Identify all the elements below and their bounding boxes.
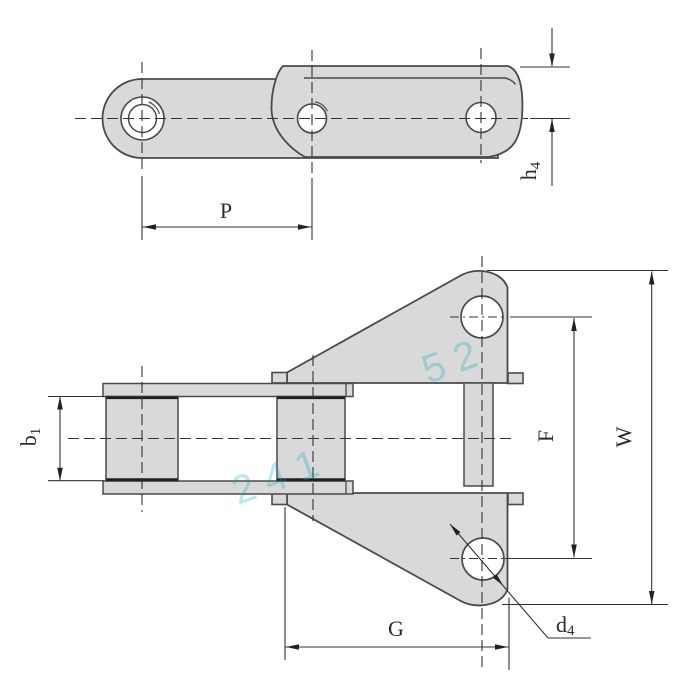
- weld-tab-upper-left: [271, 371, 288, 384]
- link-plate-top: [102, 382, 354, 398]
- arrowhead: [450, 524, 461, 536]
- bushing-gap-arc-2: [314, 101, 328, 112]
- dimension-inner-width: b1: [16, 395, 104, 482]
- dimension-hole-diameter: d4: [449, 523, 591, 639]
- dim-label-attachment-height: h4: [516, 161, 544, 180]
- arrowhead: [549, 53, 555, 67]
- link-plate-bottom: [102, 480, 354, 495]
- weld-tab-lower-right: [507, 492, 524, 506]
- arrowhead: [298, 224, 311, 230]
- attachment-plate-side: [270, 65, 524, 158]
- dimension-attachment-height: h4: [516, 28, 570, 186]
- wing-plate-upper: [286, 269, 509, 384]
- bushing-gap-arc-1: [148, 101, 160, 115]
- dim-label-overall-width: W: [611, 426, 636, 447]
- dim-label-hole-distance: F: [533, 430, 558, 442]
- dimension-attachment-length: G: [284, 507, 510, 670]
- arrowhead: [143, 224, 156, 230]
- inner-plate-edge-line: [304, 77, 517, 85]
- arrowhead: [495, 644, 508, 650]
- dim-label-pitch: P: [220, 198, 232, 223]
- arrowhead: [571, 318, 577, 331]
- arrowhead: [57, 467, 63, 481]
- arrowhead: [571, 544, 577, 558]
- plan-view: b1 F W G: [16, 256, 668, 670]
- side-view: P h4: [75, 28, 570, 240]
- arrowhead: [648, 591, 655, 604]
- attachment-pin: [463, 382, 494, 487]
- arrowhead: [648, 271, 655, 285]
- dim-label-attachment-length: G: [388, 616, 404, 641]
- arrowhead: [492, 574, 503, 586]
- dimension-hole-distance: F: [505, 316, 592, 560]
- weld-tab-upper-right: [507, 372, 524, 385]
- arrowhead: [549, 119, 555, 132]
- wing-plate-lower: [286, 492, 509, 607]
- arrowhead: [286, 644, 299, 650]
- dimension-pitch: P: [141, 176, 313, 240]
- dim-label-inner-width: b1: [16, 428, 44, 447]
- dim-label-hole-diameter: d4: [556, 612, 575, 639]
- dimension-overall-width: W: [487, 269, 668, 606]
- arrowhead: [57, 396, 63, 410]
